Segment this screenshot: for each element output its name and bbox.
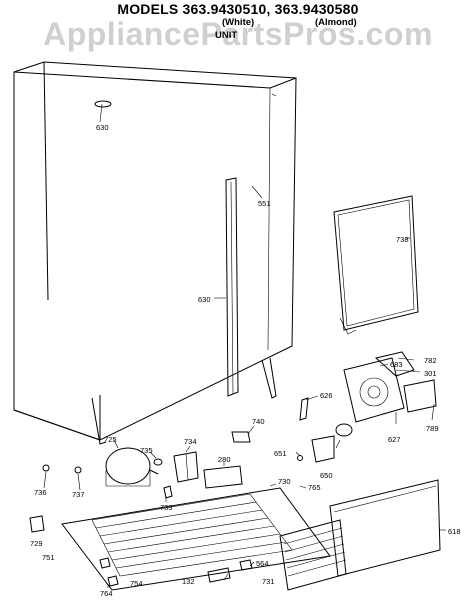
fan-housing-drawing [343, 351, 437, 423]
part-label-737: 737 [72, 490, 85, 499]
part-label-630-top: 630 [96, 123, 109, 132]
part-label-789: 789 [426, 424, 439, 433]
part-label-725: 725 [104, 435, 117, 444]
part-label-626: 626 [320, 391, 333, 400]
part-label-651: 651 [274, 449, 287, 458]
part-label-627: 627 [388, 435, 401, 444]
small-parts-drawing [29, 397, 353, 533]
unit-label: UNIT [215, 30, 238, 41]
variant-almond-label: (Almond) [315, 17, 357, 28]
variant-white-label: (White) [222, 17, 255, 28]
part-label-301: 301 [424, 369, 437, 378]
part-label-733: 733 [160, 503, 173, 512]
part-label-132: 132 [182, 577, 195, 586]
part-label-564: 564 [256, 559, 269, 568]
part-label-729: 729 [30, 539, 43, 548]
diagram-title: MODELS 363.9430510, 363.9430580 [117, 1, 359, 17]
part-label-734: 734 [184, 437, 197, 446]
gasket-frame-drawing [333, 195, 419, 335]
part-label-754: 754 [130, 579, 143, 588]
base-pan-drawing [61, 479, 441, 591]
part-label-730: 730 [278, 477, 291, 486]
part-label-618: 618 [448, 527, 461, 536]
part-label-764: 764 [100, 589, 113, 598]
part-number-labels: 630 551 630 738 683 782 301 789 627 626 … [30, 123, 461, 598]
part-label-736: 736 [34, 488, 47, 497]
part-label-683: 683 [390, 360, 403, 369]
part-label-630-door: 630 [198, 295, 211, 304]
part-label-738: 738 [396, 235, 409, 244]
part-label-731: 731 [262, 577, 275, 586]
part-label-751: 751 [42, 553, 55, 562]
part-label-765: 765 [308, 483, 321, 492]
cabinet-drawing [13, 61, 297, 445]
part-label-551: 551 [258, 199, 271, 208]
part-label-280: 280 [218, 455, 231, 464]
leader-lines [43, 103, 446, 588]
part-label-650: 650 [320, 471, 333, 480]
part-label-735: 735 [140, 446, 153, 455]
part-label-782: 782 [424, 356, 437, 365]
part-label-740: 740 [252, 417, 265, 426]
